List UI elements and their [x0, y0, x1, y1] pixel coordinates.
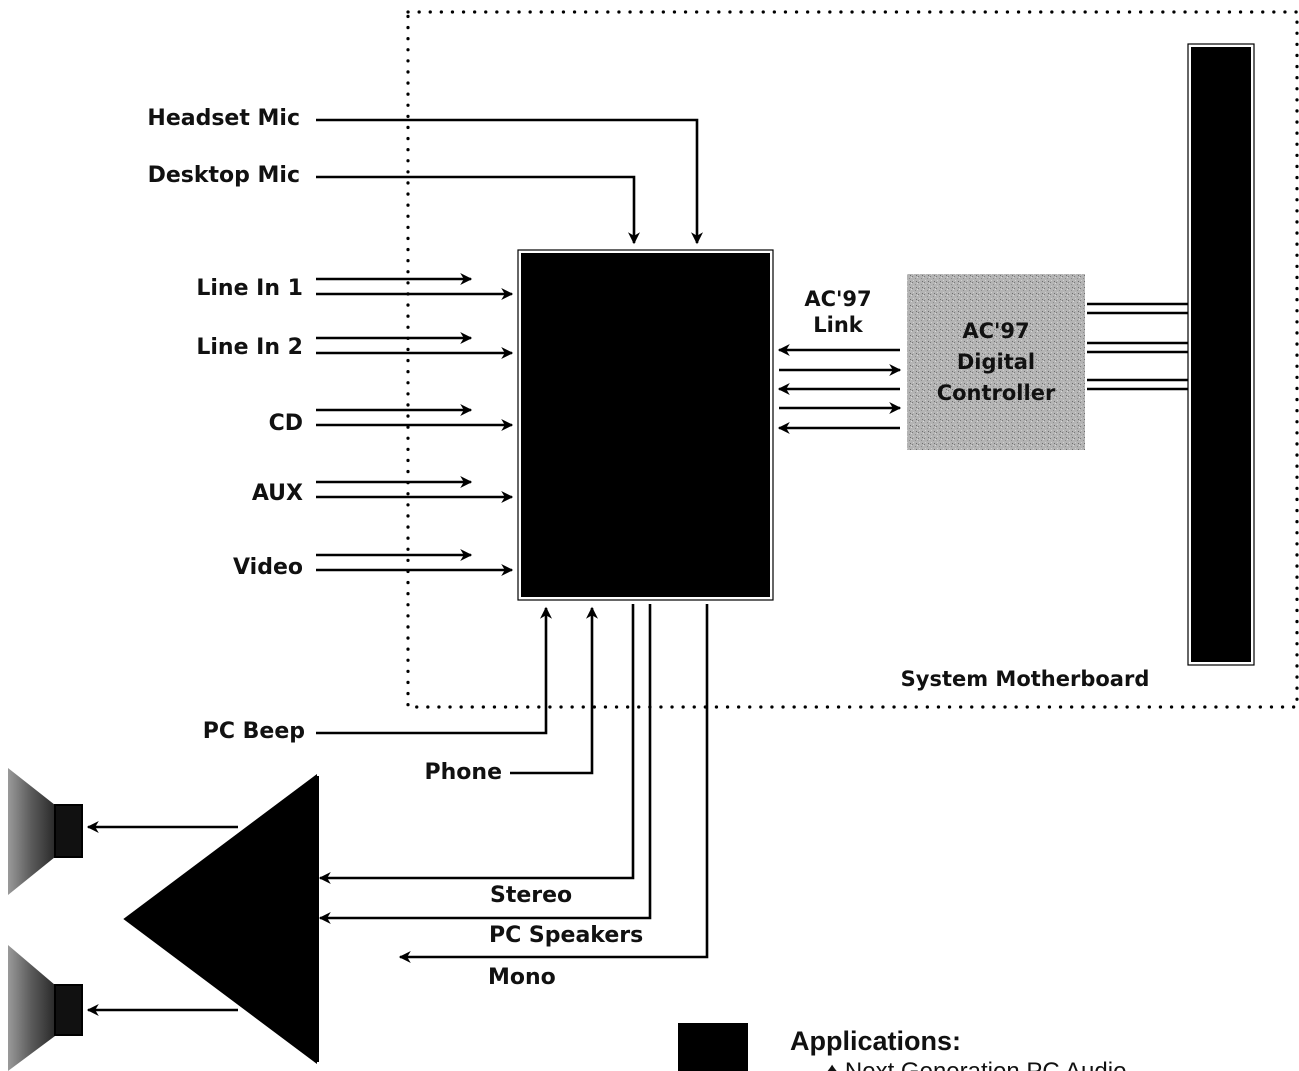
pc-beep-wire — [316, 606, 552, 735]
codec-block — [519, 251, 772, 599]
line-in-2-label: Line In 2 — [196, 335, 303, 360]
applications-heading: Applications: — [790, 1026, 961, 1056]
digital-controller: AC'97 Digital Controller — [907, 274, 1085, 450]
mono-wire — [398, 604, 709, 963]
speaker-top-icon — [8, 768, 83, 895]
controller-label-line3: Controller — [937, 381, 1056, 405]
speaker-bottom-icon — [8, 945, 83, 1071]
applications-item: ♦ Next Generation PC Audio — [826, 1058, 1126, 1071]
stereo-label: Stereo — [490, 883, 572, 908]
amplifier — [123, 774, 317, 1064]
pc-beep-label: PC Beep — [203, 719, 305, 744]
aux-label: AUX — [252, 481, 303, 506]
stereo-wire — [318, 604, 635, 884]
desktop-mic-label: Desktop Mic — [148, 163, 300, 188]
headset-mic-wire — [316, 118, 703, 245]
pc-speakers-label: PC Speakers — [489, 923, 643, 948]
controller-label-line2: Digital — [957, 350, 1035, 374]
ac97-link-label-line1: AC'97 — [804, 287, 871, 311]
ac97-link-label-line2: Link — [813, 313, 864, 337]
controller-bus-lines — [1087, 302, 1188, 391]
cd-label: CD — [269, 411, 303, 436]
phone-label: Phone — [425, 760, 502, 785]
phone-wire — [510, 606, 598, 775]
desktop-mic-wire — [316, 175, 640, 245]
headset-mic-label: Headset Mic — [147, 106, 300, 131]
system-bus-bar — [1189, 45, 1253, 664]
line-in-1-label: Line In 1 — [196, 276, 303, 301]
legend-swatch — [678, 1023, 748, 1071]
pc-speakers-wire — [318, 604, 652, 924]
ac97-link-arrows — [777, 344, 902, 434]
controller-label-line1: AC'97 — [962, 319, 1029, 343]
mono-label: Mono — [488, 965, 556, 990]
video-label: Video — [233, 555, 303, 580]
motherboard-label: System Motherboard — [901, 667, 1150, 691]
